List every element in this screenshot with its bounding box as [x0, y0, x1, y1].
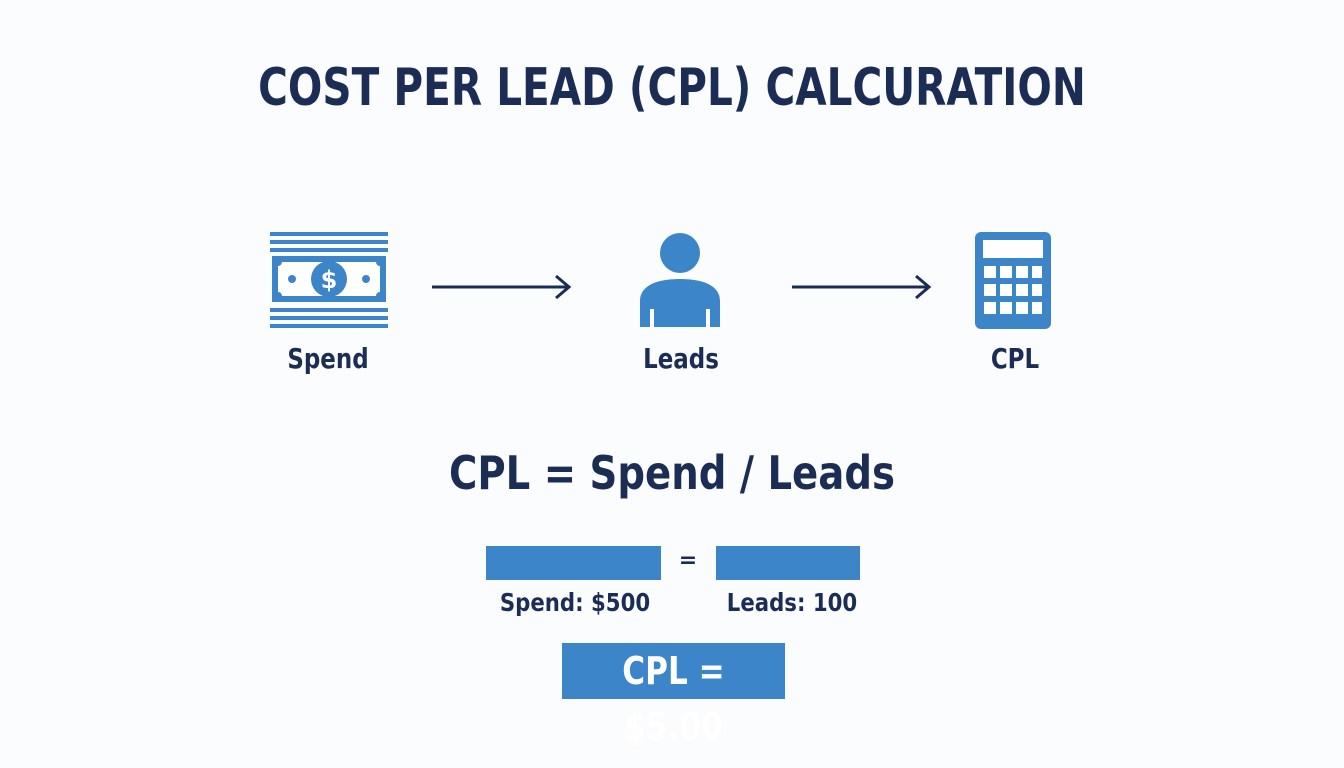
step-label-cpl: CPL: [990, 342, 1040, 375]
step-label-leads: Leads: [643, 342, 719, 375]
arrow-right-icon: [792, 274, 932, 300]
leads-bar: [716, 546, 860, 580]
person-icon: [640, 233, 720, 327]
svg-text:$: $: [321, 266, 338, 294]
calculator-icon: [975, 232, 1051, 329]
step-label-spend: Spend: [287, 342, 369, 375]
arrow-right-icon: [432, 274, 572, 300]
money-bill-icon: $: [270, 232, 388, 328]
result-box: CPL = $5.00: [562, 643, 785, 749]
spend-bar: [486, 546, 661, 580]
equals-sign: =: [678, 548, 698, 573]
formula-text: CPL = Spend / Leads: [448, 446, 896, 500]
leads-value-label: Leads: 100: [726, 588, 858, 617]
page-title: COST PER LEAD (CPL) CALCURATION: [258, 58, 1086, 118]
result-text: CPL = $5.00: [622, 649, 725, 749]
spend-value-label: Spend: $500: [499, 588, 651, 617]
